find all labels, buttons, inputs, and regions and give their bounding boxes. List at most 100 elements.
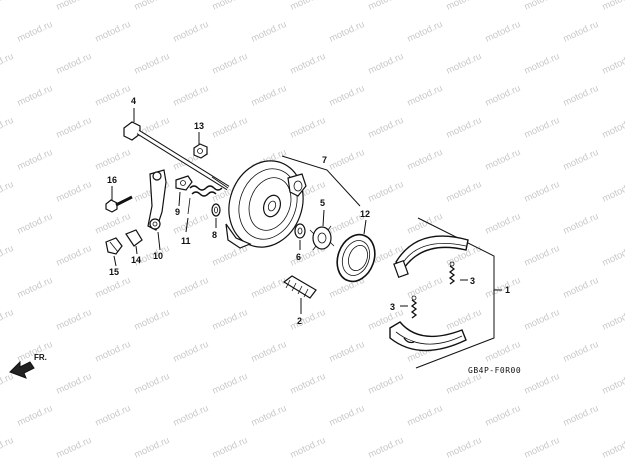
watermark-text: motod.ru — [484, 83, 523, 109]
axle-bolt — [123, 121, 230, 191]
watermark-text: motod.ru — [94, 211, 133, 237]
wear-indicator-9 — [175, 175, 193, 191]
brake-shoe-lower — [389, 321, 467, 352]
watermark-text: motod.ru — [484, 275, 523, 301]
callout-14: 14 — [131, 255, 141, 265]
watermark-text: motod.ru — [367, 371, 406, 397]
watermark-text: motod.ru — [289, 435, 328, 461]
watermark-text: motod.ru — [16, 403, 55, 429]
watermark-text: motod.ru — [523, 115, 562, 141]
watermark-text: motod.ru — [601, 243, 625, 269]
watermark-text: motod.ru — [445, 179, 484, 205]
watermark-text: motod.ru — [601, 115, 625, 141]
washer-6 — [294, 223, 306, 239]
watermark-text: motod.ru — [523, 435, 562, 461]
watermark-text: motod.ru — [562, 83, 601, 109]
watermark-text: motod.ru — [289, 307, 328, 333]
callout-6: 6 — [296, 252, 301, 262]
callout-3b: 3 — [390, 302, 395, 312]
watermark-text: motod.ru — [289, 371, 328, 397]
watermark-text: motod.ru — [523, 179, 562, 205]
watermark-text: motod.ru — [94, 147, 133, 173]
watermark-text: motod.ru — [94, 275, 133, 301]
watermark-text: motod.ru — [211, 51, 250, 77]
watermark-text: motod.ru — [16, 211, 55, 237]
watermark-text: motod.ru — [55, 0, 94, 13]
watermark-text: motod.ru — [484, 211, 523, 237]
watermark-text: motod.ru — [172, 83, 211, 109]
watermark-text: motod.ru — [211, 0, 250, 13]
watermark-text: motod.ru — [367, 179, 406, 205]
watermark-text: motod.ru — [0, 371, 15, 397]
watermark-text: motod.ru — [55, 371, 94, 397]
watermark-text: motod.ru — [445, 307, 484, 333]
watermark-text: motod.ru — [211, 307, 250, 333]
watermark-text: motod.ru — [406, 403, 445, 429]
watermark-text: motod.ru — [55, 51, 94, 77]
callout-5: 5 — [320, 198, 325, 208]
shoe-spring-lower — [410, 295, 418, 319]
watermark-text: motod.ru — [562, 339, 601, 365]
watermark-text: motod.ru — [523, 51, 562, 77]
watermark-text: motod.ru — [367, 51, 406, 77]
watermark-text: motod.ru — [55, 179, 94, 205]
watermark-text: motod.ru — [289, 51, 328, 77]
watermark-text: motod.ru — [484, 339, 523, 365]
watermark-text: motod.ru — [601, 435, 625, 461]
brake-panel-7 — [225, 160, 307, 249]
watermark-text: motod.ru — [250, 19, 289, 45]
watermark-text: motod.ru — [16, 19, 55, 45]
watermark-text: motod.ru — [445, 435, 484, 461]
watermark-text: motod.ru — [211, 371, 250, 397]
watermark-text: motod.ru — [94, 403, 133, 429]
watermark-text: motod.ru — [328, 19, 367, 45]
return-spring-11 — [187, 185, 223, 215]
watermark-text: motod.ru — [601, 179, 625, 205]
watermark-text: motod.ru — [250, 403, 289, 429]
watermark-text: motod.ru — [172, 339, 211, 365]
watermark-text: motod.ru — [601, 371, 625, 397]
callout-9: 9 — [175, 207, 180, 217]
watermark-text: motod.ru — [484, 147, 523, 173]
watermark-text: motod.ru — [601, 0, 625, 13]
nut-13 — [193, 143, 208, 159]
watermark-text: motod.ru — [0, 307, 15, 333]
watermark-text: motod.ru — [367, 0, 406, 13]
watermark-text: motod.ru — [211, 115, 250, 141]
watermark-text: motod.ru — [523, 0, 562, 13]
watermark-text: motod.ru — [133, 371, 172, 397]
watermark-text: motod.ru — [55, 307, 94, 333]
watermark-text: motod.ru — [211, 435, 250, 461]
watermark-text: motod.ru — [523, 243, 562, 269]
watermark-text: motod.ru — [289, 0, 328, 13]
watermark-text: motod.ru — [250, 83, 289, 109]
watermark-text: motod.ru — [523, 307, 562, 333]
watermark-text: motod.ru — [133, 0, 172, 13]
callout-7: 7 — [322, 155, 327, 165]
watermark-text: motod.ru — [367, 115, 406, 141]
callout-16: 16 — [107, 175, 117, 185]
diagram-code: GB4P-F0R00 — [468, 366, 521, 375]
watermark-text: motod.ru — [0, 0, 15, 13]
watermark-text: motod.ru — [328, 83, 367, 109]
watermark-text: motod.ru — [0, 435, 15, 461]
callout-10: 10 — [153, 251, 163, 261]
watermark-text: motod.ru — [172, 403, 211, 429]
watermark-text: motod.ru — [133, 435, 172, 461]
callout-11: 11 — [181, 236, 191, 246]
cam-spindle-2 — [282, 275, 317, 299]
watermark-text: motod.ru — [562, 19, 601, 45]
shoe-spring-upper — [448, 261, 456, 285]
watermark-text: motod.ru — [562, 147, 601, 173]
watermark-text: motod.ru — [0, 179, 15, 205]
watermark-text: motod.ru — [16, 83, 55, 109]
watermark-text: motod.ru — [562, 403, 601, 429]
watermark-text: motod.ru — [94, 19, 133, 45]
watermark-text: motod.ru — [133, 51, 172, 77]
watermark-text: motod.ru — [16, 275, 55, 301]
watermark-text: motod.ru — [172, 275, 211, 301]
watermark-text: motod.ru — [523, 371, 562, 397]
brake-arm-10 — [147, 169, 167, 231]
brake-shoe-upper — [393, 235, 469, 279]
watermark-text: motod.ru — [55, 243, 94, 269]
